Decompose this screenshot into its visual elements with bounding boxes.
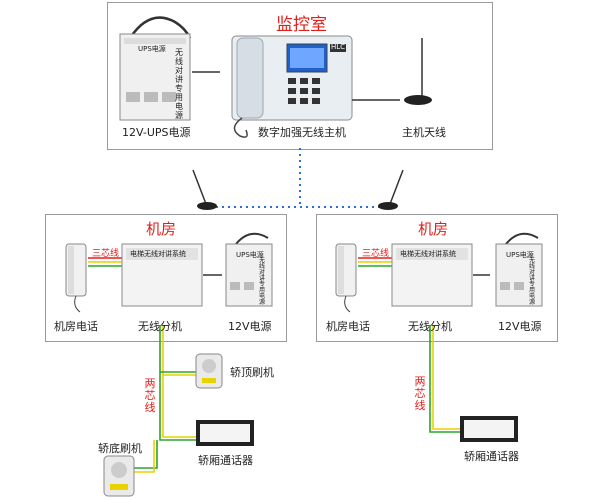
control-ups-face-top: UPS电源: [138, 45, 166, 53]
left-power-face-side: 无线对讲专用电源: [258, 257, 265, 306]
right-room-splitter-label: 无线分机: [408, 320, 452, 333]
left-car-intercom-label: 轿厢通话器: [198, 454, 253, 467]
car-bottom-station-label: 轿底刷机: [98, 442, 142, 455]
control-ups-face-side: 无线对讲专用电源: [175, 48, 183, 120]
right-power-face-side: 无线对讲专用电源: [528, 257, 535, 306]
control-room-title: 监控室: [276, 15, 327, 35]
right-room-phone-label: 机房电话: [326, 320, 370, 333]
right-room-power-label: 12V电源: [498, 320, 542, 333]
left-car-intercom-device: [196, 420, 254, 446]
left-room-power-label: 12V电源: [228, 320, 272, 333]
left-two-core-label: 两芯线: [144, 377, 156, 414]
left-room-splitter: [121, 243, 203, 307]
control-antenna-label: 主机天线: [402, 126, 446, 139]
car-top-station-device: [195, 353, 223, 389]
left-room-antenna: [192, 169, 217, 210]
right-car-intercom-label: 轿厢通话器: [464, 450, 519, 463]
car-bottom-station-device: [103, 455, 135, 497]
right-room-antenna: [378, 169, 404, 210]
control-ups-label: 12V-UPS电源: [122, 126, 191, 139]
left-power-face-top: UPS电源: [236, 251, 264, 259]
right-room-title: 机房: [418, 220, 449, 238]
right-two-core-wires: [429, 325, 460, 433]
right-three-core-label: 三芯线: [362, 249, 390, 259]
control-host-device: [231, 35, 353, 138]
right-room-phone: [335, 243, 357, 313]
control-antenna-device: [404, 38, 432, 105]
host-badge: HLC: [331, 43, 346, 51]
right-two-core-label: 两芯线: [414, 375, 426, 412]
right-splitter-face: 电梯无线对讲系统: [400, 250, 456, 258]
left-room-power: [225, 232, 273, 307]
control-host-label: 数字加强无线主机: [258, 126, 346, 139]
right-room-power: [495, 232, 543, 307]
right-car-intercom-device: [460, 416, 518, 442]
left-room-title: 机房: [146, 220, 177, 238]
left-splitter-face: 电梯无线对讲系统: [130, 250, 186, 258]
left-room-splitter-label: 无线分机: [138, 320, 182, 333]
left-room-phone-label: 机房电话: [54, 320, 98, 333]
right-room-splitter: [391, 243, 473, 307]
car-top-station-label: 轿顶刷机: [230, 366, 274, 379]
right-power-face-top: UPS电源: [506, 251, 534, 259]
left-two-core-wires: [134, 325, 196, 473]
left-three-core-label: 三芯线: [92, 249, 120, 259]
control-ups-device: [119, 16, 192, 121]
left-room-phone: [65, 243, 87, 313]
